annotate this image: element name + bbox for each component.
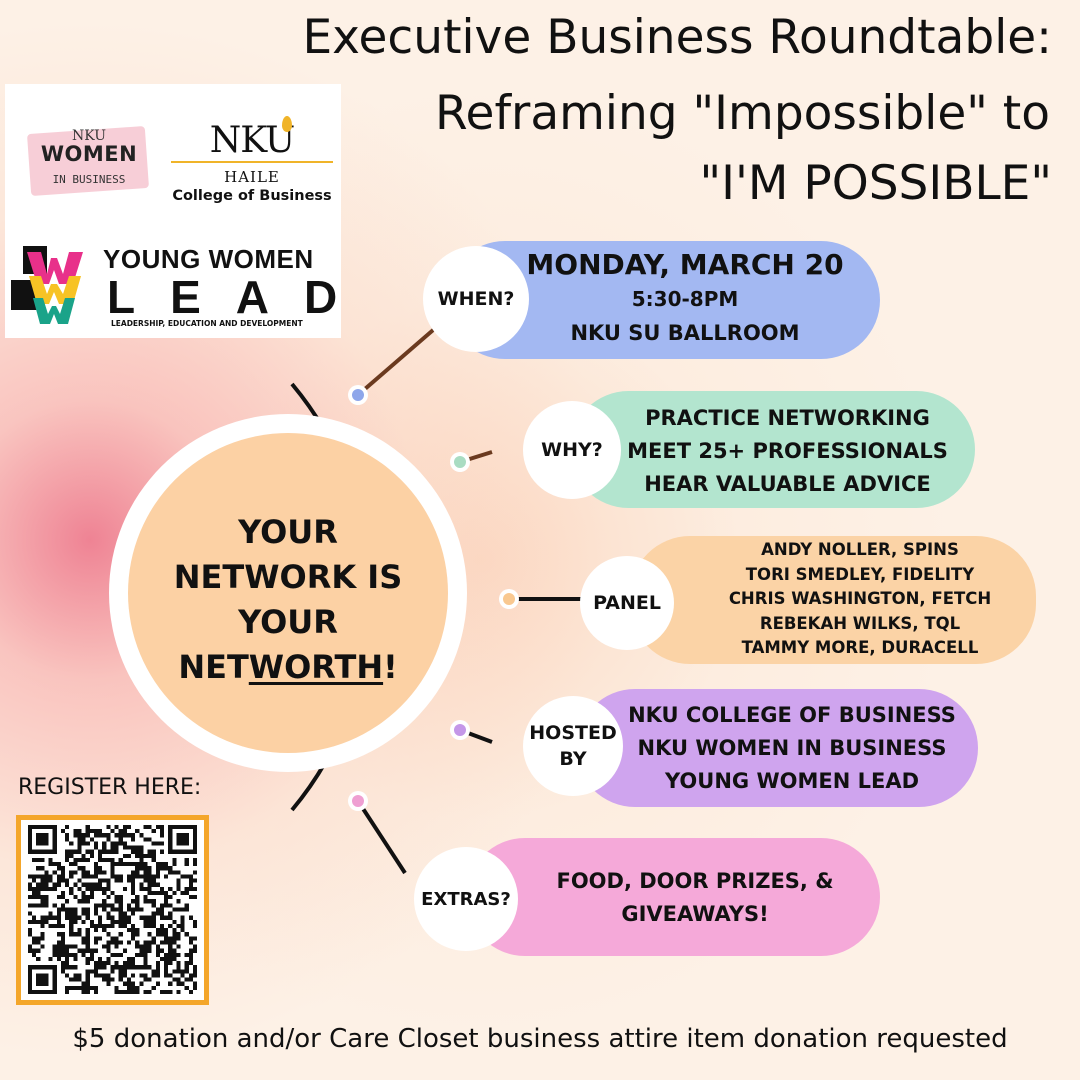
hosted-label-line-1: HOSTED: [529, 722, 617, 744]
hosted-pill: [576, 689, 978, 807]
event-title-line-1: Executive Business Roundtable:: [302, 10, 1052, 65]
haile-nku-text: NKU: [209, 120, 295, 161]
slogan-line-4: NETWORTH!: [178, 648, 398, 686]
haile-text: HAILE: [224, 168, 280, 186]
qr-code-icon[interactable]: [28, 825, 197, 994]
when-date: MONDAY, MARCH 20: [526, 248, 844, 281]
when-label-bubble: WHEN?: [423, 246, 529, 352]
event-title-line-3: "I'M POSSIBLE": [699, 156, 1053, 211]
when-label: WHEN?: [437, 288, 515, 310]
hosted-label-bubble: HOSTED BY: [523, 696, 623, 796]
nku-haile-college-logo: NKU HAILE College of Business: [169, 114, 335, 214]
young-women-lead-logo: YOUNG WOMEN LEAD LEADERSHIP, EDUCATION A…: [11, 244, 337, 334]
why-label-bubble: WHY?: [523, 401, 621, 499]
qr-modules: [28, 825, 197, 994]
hosted-label-line-2: BY: [559, 748, 587, 770]
extras-label: EXTRAS?: [421, 888, 511, 910]
when-details: MONDAY, MARCH 20 5:30-8PM NKU SU BALLROO…: [500, 248, 870, 350]
extras-label-bubble: EXTRAS?: [414, 847, 518, 951]
slogan-line-1: YOUR: [238, 513, 338, 551]
flame-icon: [282, 116, 292, 132]
hosted-details: NKU COLLEGE OF BUSINESS NKU WOMEN IN BUS…: [628, 703, 956, 793]
donation-note: $5 donation and/or Care Closet business …: [72, 1024, 1008, 1054]
slogan-line-3: YOUR: [238, 603, 338, 641]
nku-women-in-business-logo: NKU WOMEN IN BUSINESS: [23, 120, 155, 206]
gold-rule: [171, 161, 333, 163]
when-location: NKU SU BALLROOM: [570, 321, 800, 345]
sponsor-logos-panel: NKU WOMEN IN BUSINESS NKU HAILE College …: [5, 84, 341, 338]
panel-pill: [630, 536, 1036, 664]
wib-in-business-text: IN BUSINESS: [52, 173, 126, 186]
panel-speakers: ANDY NOLLER, SPINS TORI SMEDLEY, FIDELIT…: [728, 540, 992, 658]
center-slogan: YOUR NETWORK IS YOUR NETWORTH!: [128, 510, 448, 690]
panel-label-bubble: PANEL: [580, 556, 674, 650]
extras-pill: [466, 838, 880, 956]
extras-details: FOOD, DOOR PRIZES, & GIVEAWAYS!: [556, 869, 834, 926]
ywl-w-mark-icon: [11, 246, 83, 324]
wib-nku-text: NKU: [71, 128, 106, 144]
why-details: PRACTICE NETWORKING MEET 25+ PROFESSIONA…: [627, 406, 948, 496]
register-label: REGISTER HERE:: [18, 775, 202, 800]
wib-women-text: WOMEN: [40, 142, 138, 166]
extras-spoke: [356, 799, 407, 875]
event-title-line-2: Reframing "Impossible" to: [435, 86, 1050, 141]
panel-label: PANEL: [593, 592, 661, 614]
worth-emphasis: WORTH: [248, 648, 384, 686]
ywl-lead-text: LEAD: [107, 271, 373, 323]
slogan-line-2: NETWORK IS: [173, 558, 403, 596]
college-of-business-text: College of Business: [172, 188, 332, 204]
ywl-young-women-text: YOUNG WOMEN: [103, 244, 314, 274]
center-circle: [128, 433, 448, 753]
why-pill: [570, 391, 975, 508]
why-label: WHY?: [541, 439, 603, 461]
ywl-subtitle-text: LEADERSHIP, EDUCATION AND DEVELOPMENT: [111, 319, 303, 328]
when-time: 5:30-8PM: [631, 287, 739, 311]
when-spoke: [356, 316, 449, 397]
